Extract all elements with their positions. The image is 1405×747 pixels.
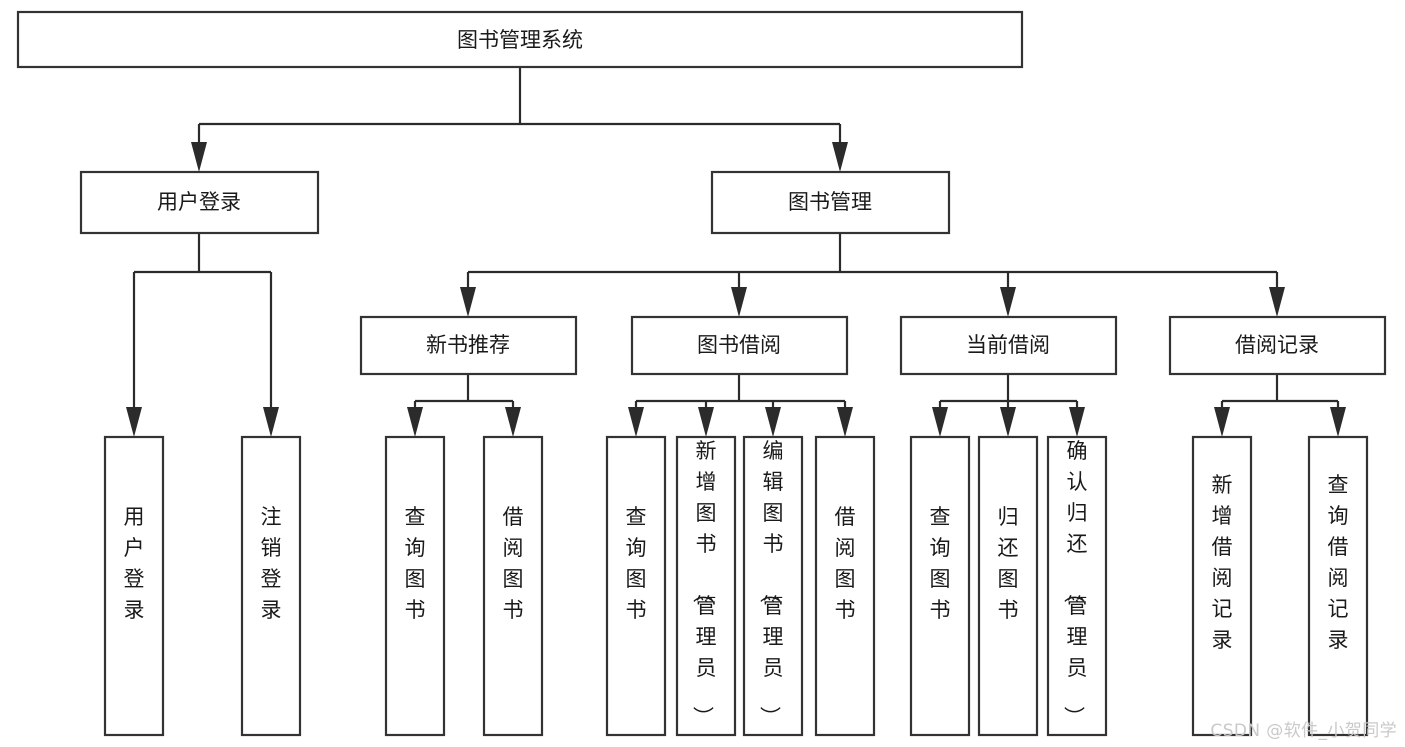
arrow-head-book-borrow — [731, 287, 747, 317]
node-leaf-confirm-return-label: 确认归还（管理员） — [1062, 439, 1088, 727]
node-leaf-query-book-3[interactable]: 查询图书 — [909, 435, 971, 737]
node-leaf-query-book-2[interactable]: 查询图书 — [605, 435, 667, 737]
node-new-book-rec[interactable]: 新书推荐 — [359, 315, 578, 376]
node-leaf-query-record-label: 查询借阅记录 — [1328, 473, 1349, 652]
arrow-head-leaf-edit-book — [765, 407, 781, 437]
node-leaf-query-book-1[interactable]: 查询图书 — [384, 435, 446, 737]
arrow-head-leaf-logout — [263, 407, 279, 437]
arrow-head-leaf-query-book-1 — [407, 407, 423, 437]
node-leaf-query-book-1-label: 查询图书 — [405, 505, 426, 622]
node-leaf-return-book-box[interactable] — [977, 435, 1039, 737]
node-leaf-query-book-1-box[interactable] — [384, 435, 446, 737]
node-user-login-box[interactable] — [79, 170, 320, 235]
node-leaf-add-book-label: 新增图书（管理员） — [691, 439, 717, 727]
node-leaf-add-book[interactable]: 新增图书（管理员） — [675, 435, 737, 737]
node-borrow-record-label: 借阅记录 — [1235, 333, 1319, 357]
arrow-head-leaf-add-book — [698, 407, 714, 437]
node-leaf-add-record-label: 新增借阅记录 — [1212, 473, 1233, 652]
node-leaf-user-login-box[interactable] — [103, 435, 165, 737]
node-leaf-user-login-label: 用户登录 — [124, 505, 145, 622]
arrow-head-leaf-confirm-return — [1069, 407, 1085, 437]
node-leaf-add-book-box[interactable] — [675, 435, 737, 737]
node-leaf-query-book-3-box[interactable] — [909, 435, 971, 737]
arrow-head-leaf-query-record — [1330, 407, 1346, 437]
node-leaf-query-book-3-label: 查询图书 — [930, 505, 951, 622]
node-leaf-borrow-book-1-label: 借阅图书 — [503, 505, 524, 622]
arrow-head-leaf-borrow-book-1 — [505, 407, 521, 437]
node-root[interactable]: 图书管理系统 — [16, 10, 1024, 69]
node-book-manage-box[interactable] — [710, 170, 951, 235]
node-leaf-add-record-box[interactable] — [1191, 435, 1253, 737]
node-leaf-confirm-return[interactable]: 确认归还（管理员） — [1046, 435, 1108, 737]
edge-layer — [126, 67, 1346, 437]
node-leaf-query-book-2-label: 查询图书 — [626, 505, 647, 622]
node-leaf-edit-book-label: 编辑图书（管理员） — [758, 439, 784, 727]
node-user-login-label: 用户登录 — [157, 190, 241, 214]
arrow-head-leaf-return-book — [1000, 407, 1016, 437]
node-leaf-add-record[interactable]: 新增借阅记录 — [1191, 435, 1253, 737]
arrow-head-borrow-record — [1269, 287, 1285, 317]
arrow-head-new-book-rec — [460, 287, 476, 317]
arrow-head-user-login — [191, 142, 207, 172]
arrow-head-leaf-query-book-3 — [932, 407, 948, 437]
node-new-book-rec-label: 新书推荐 — [426, 333, 510, 357]
node-book-manage-label: 图书管理 — [788, 190, 872, 214]
node-book-borrow-box[interactable] — [630, 315, 849, 376]
node-leaf-logout[interactable]: 注销登录 — [240, 435, 302, 737]
node-leaf-borrow-book-1-box[interactable] — [482, 435, 544, 737]
node-leaf-query-record-box[interactable] — [1307, 435, 1369, 737]
node-borrow-record-box[interactable] — [1168, 315, 1387, 376]
node-leaf-borrow-book-1[interactable]: 借阅图书 — [482, 435, 544, 737]
node-borrow-record[interactable]: 借阅记录 — [1168, 315, 1387, 376]
node-leaf-borrow-book-2[interactable]: 借阅图书 — [814, 435, 876, 737]
node-leaf-return-book-label: 归还图书 — [998, 505, 1019, 622]
node-leaf-borrow-book-2-box[interactable] — [814, 435, 876, 737]
node-user-login[interactable]: 用户登录 — [79, 170, 320, 235]
arrow-head-leaf-add-record — [1214, 407, 1230, 437]
node-leaf-edit-book-box[interactable] — [742, 435, 804, 737]
arrow-head-leaf-user-login — [126, 407, 142, 437]
arrow-head-book-manage — [832, 142, 848, 172]
node-leaf-confirm-return-box[interactable] — [1046, 435, 1108, 737]
node-current-borrow-box[interactable] — [899, 315, 1118, 376]
node-root-label: 图书管理系统 — [457, 28, 583, 52]
node-current-borrow[interactable]: 当前借阅 — [899, 315, 1118, 376]
arrow-head-current-borrow — [1000, 287, 1016, 317]
node-current-borrow-label: 当前借阅 — [966, 333, 1050, 357]
node-leaf-query-book-2-box[interactable] — [605, 435, 667, 737]
node-leaf-edit-book[interactable]: 编辑图书（管理员） — [742, 435, 804, 737]
node-new-book-rec-box[interactable] — [359, 315, 578, 376]
node-leaf-user-login[interactable]: 用户登录 — [103, 435, 165, 737]
node-leaf-logout-label: 注销登录 — [261, 505, 282, 622]
arrow-head-leaf-borrow-book-2 — [837, 407, 853, 437]
node-book-manage[interactable]: 图书管理 — [710, 170, 951, 235]
node-book-borrow-label: 图书借阅 — [697, 333, 781, 357]
node-leaf-logout-box[interactable] — [240, 435, 302, 737]
node-leaf-query-record[interactable]: 查询借阅记录 — [1307, 435, 1369, 737]
node-leaf-borrow-book-2-label: 借阅图书 — [835, 505, 856, 622]
node-root-box[interactable] — [16, 10, 1024, 69]
node-book-borrow[interactable]: 图书借阅 — [630, 315, 849, 376]
arrow-head-leaf-query-book-2 — [628, 407, 644, 437]
node-leaf-return-book[interactable]: 归还图书 — [977, 435, 1039, 737]
csdn-watermark: CSDN @软件_小贺同学 — [1210, 721, 1397, 741]
